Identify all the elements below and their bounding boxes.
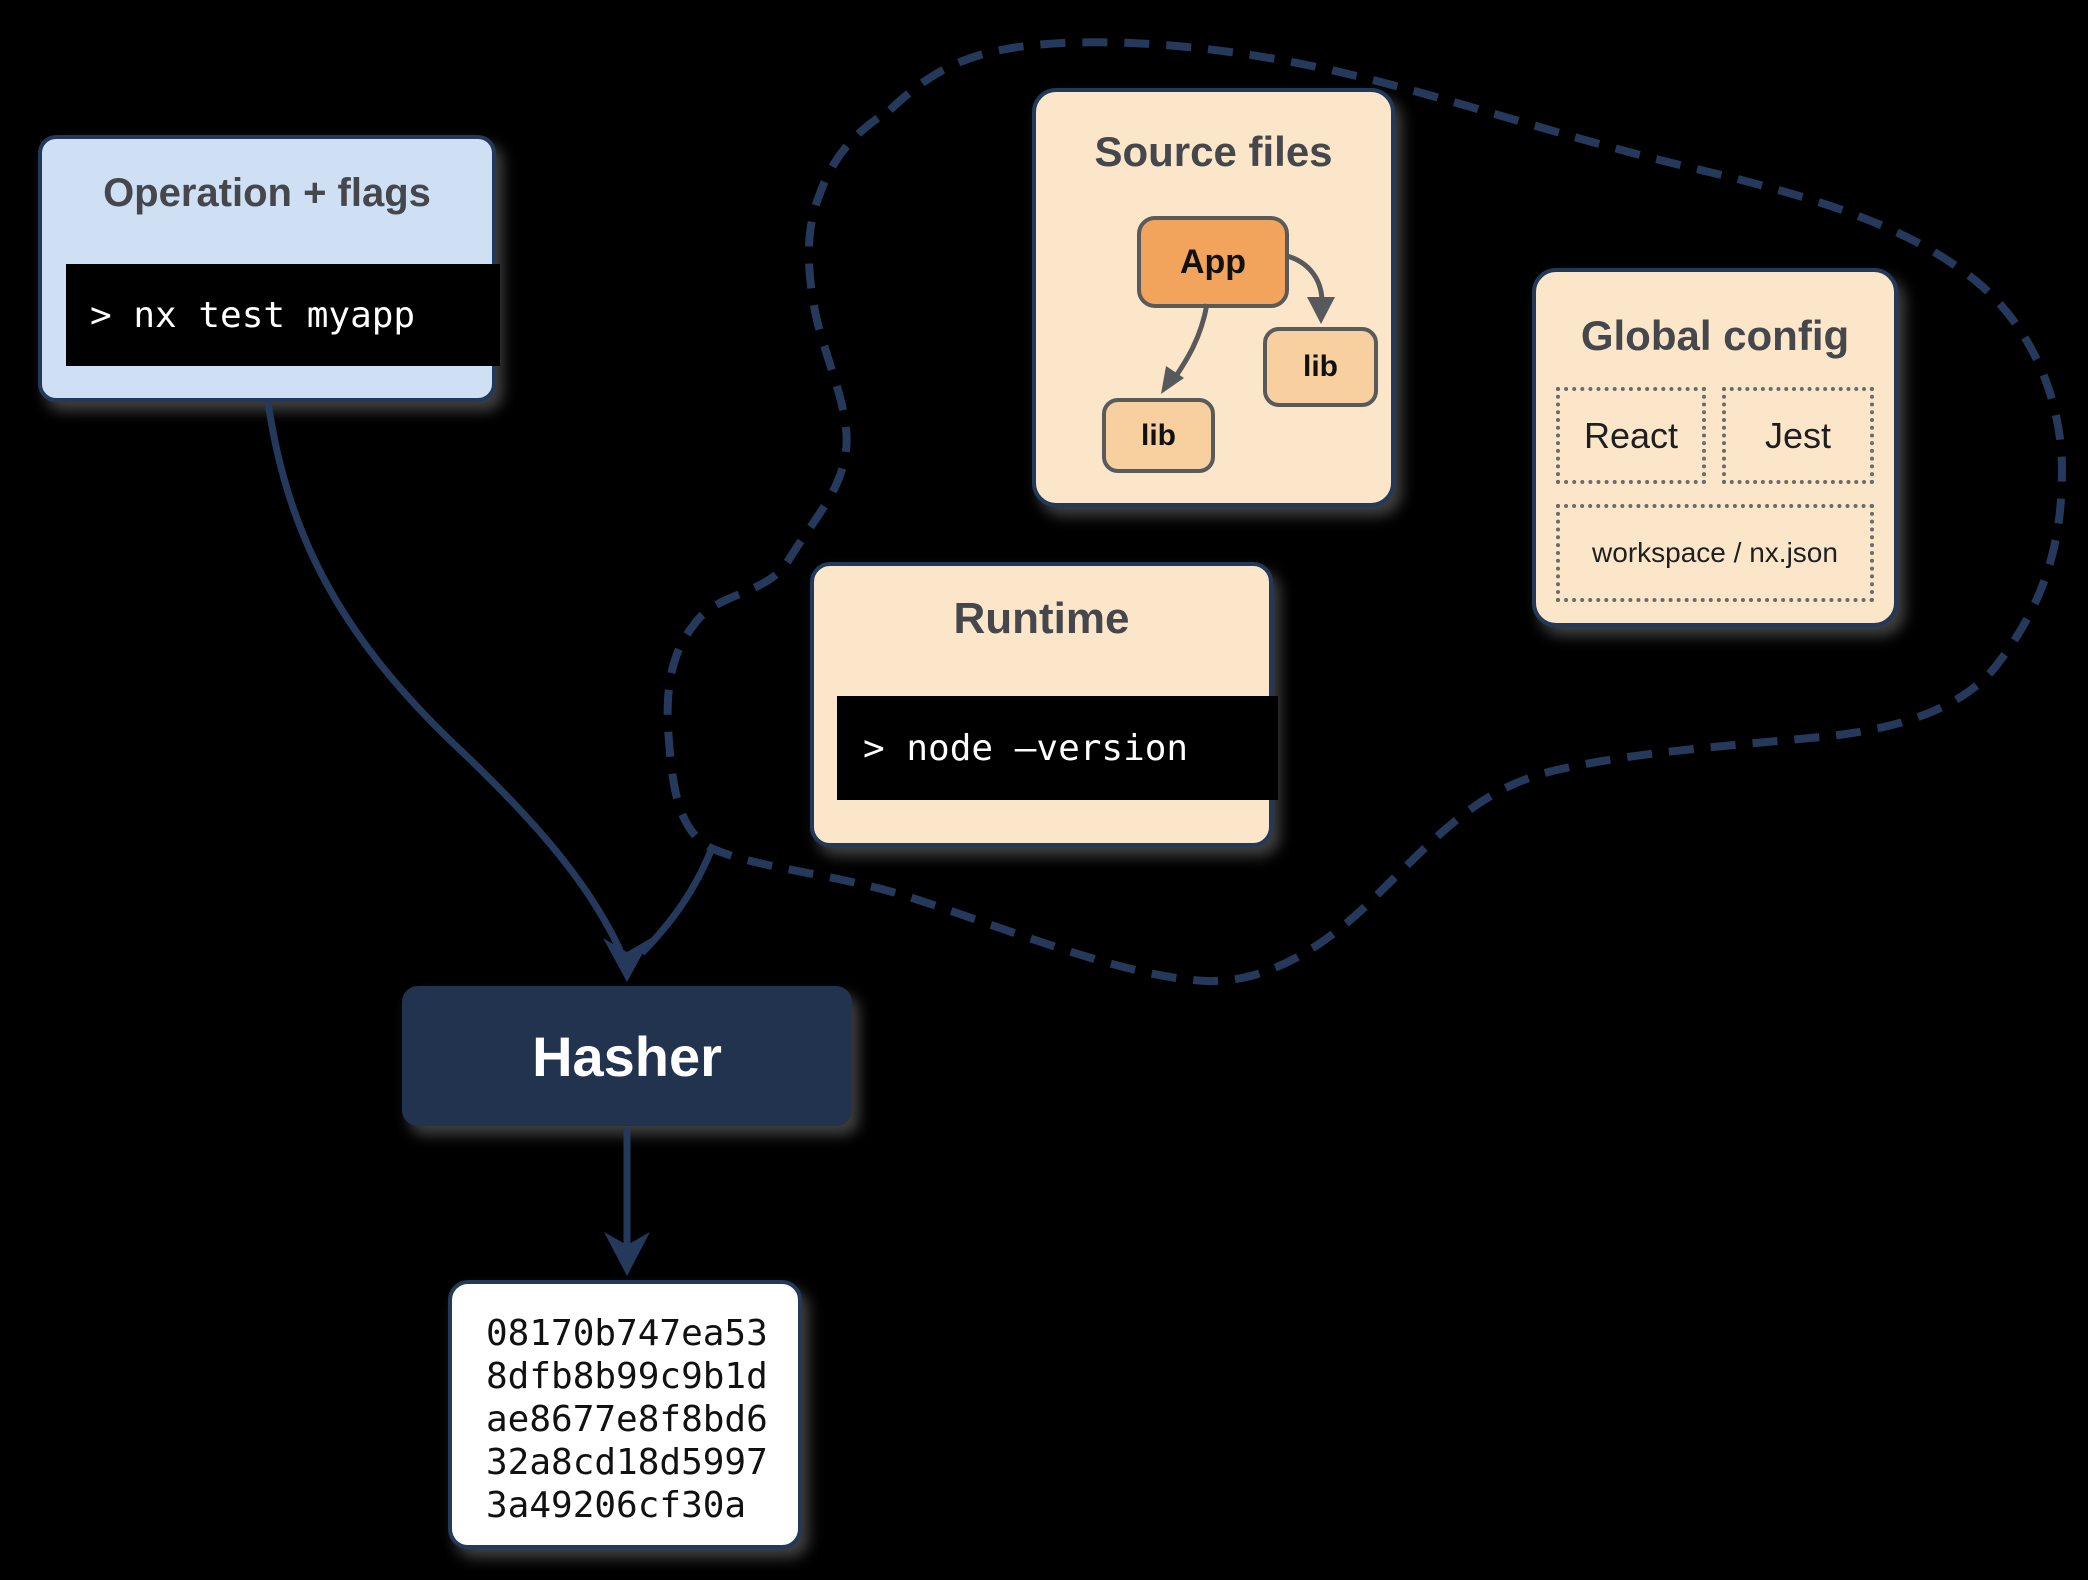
cloud-to-hasher-arrow: [639, 846, 716, 956]
operation-flags-box: Operation + flags > nx test myapp: [38, 135, 500, 402]
hash-line: 3a49206cf30a: [486, 1485, 747, 1526]
arrowhead-into-hasher-icon: [603, 938, 651, 982]
source-files-box: Source files App lib lib: [1032, 88, 1395, 507]
operation-to-hasher-arrow: [264, 401, 624, 952]
hash-line: 32a8cd18d5997: [486, 1442, 768, 1483]
hash-line: 8dfb8b99c9b1d: [486, 1356, 768, 1397]
arrowhead-into-hash-icon: [604, 1232, 650, 1276]
operation-flags-title: Operation + flags: [103, 171, 431, 215]
global-config-title: Global config: [1580, 312, 1850, 359]
hasher-box: Hasher: [402, 986, 852, 1126]
lib-node: lib: [1102, 398, 1215, 473]
runtime-terminal: > node –version: [837, 696, 1278, 800]
hash-output-box: 08170b747ea53 8dfb8b99c9b1d ae8677e8f8bd…: [448, 1280, 802, 1549]
app-node: App: [1137, 216, 1289, 308]
runtime-title: Runtime: [953, 594, 1130, 643]
hasher-label: Hasher: [532, 1024, 722, 1088]
runtime-command: > node –version: [863, 727, 1189, 769]
operation-command: > nx test myapp: [90, 294, 416, 336]
hash-line: ae8677e8f8bd6: [486, 1399, 768, 1440]
hash-line: 08170b747ea53: [486, 1313, 768, 1354]
runtime-box: Runtime > node –version: [810, 562, 1278, 847]
global-config-box: Global config React Jest workspace / nx.…: [1532, 268, 1898, 627]
config-item-jest: Jest: [1722, 387, 1874, 484]
config-item-react: React: [1556, 387, 1706, 484]
source-files-title: Source files: [1094, 128, 1333, 175]
lib-node: lib: [1263, 327, 1378, 407]
config-item-workspace: workspace / nx.json: [1556, 504, 1874, 602]
operation-terminal: > nx test myapp: [66, 264, 500, 366]
